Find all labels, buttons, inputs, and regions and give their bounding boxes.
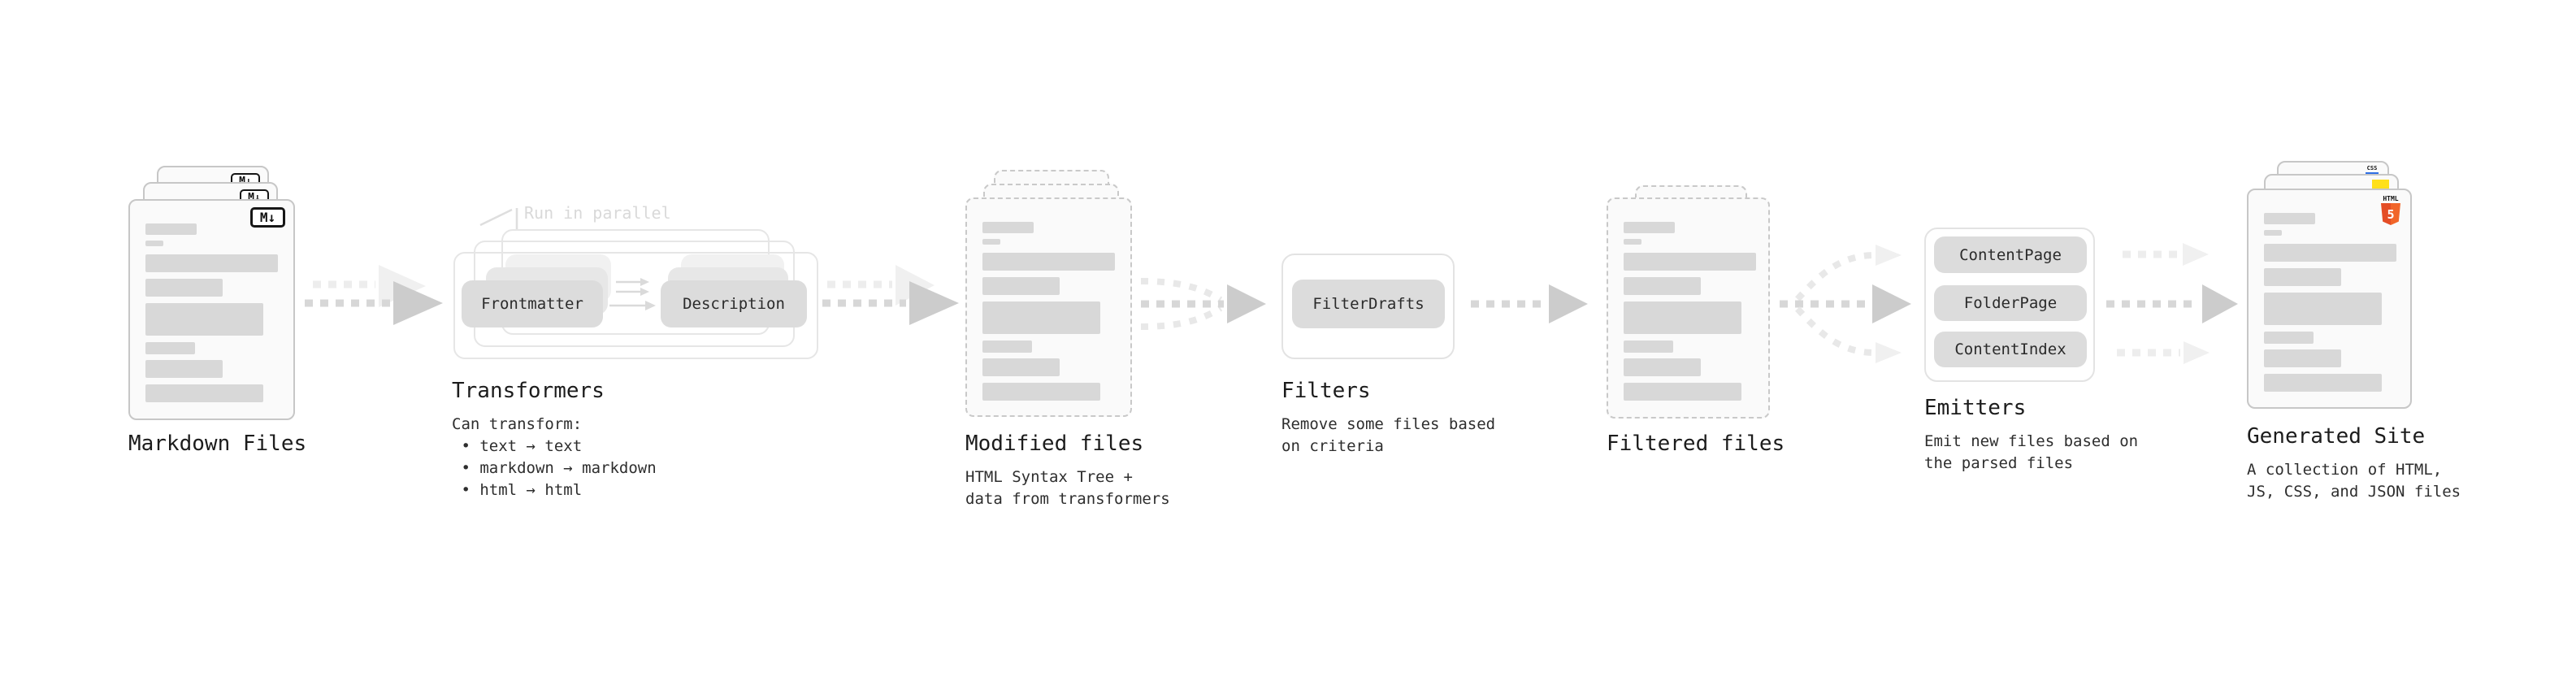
transform-bullet: • html → html <box>452 481 583 499</box>
transformer-layer-front <box>453 252 818 359</box>
transform-bullet: • markdown → markdown <box>452 459 657 477</box>
section-description: HTML Syntax Tree + <box>965 468 1133 486</box>
generated-doc-front: HTML 5 <box>2247 189 2412 409</box>
html5-icon-shield: 5 <box>2381 203 2400 225</box>
transformers-caption: Transformers Can transform: • text → tex… <box>452 378 657 501</box>
placeholder-text-bar <box>145 223 197 235</box>
css-icon: CSS <box>2366 166 2379 175</box>
section-description: data from transformers <box>965 490 1170 508</box>
placeholder-text-bar <box>982 239 1000 245</box>
placeholder-text-bar <box>1624 253 1756 271</box>
placeholder-text-bar <box>982 277 1060 295</box>
modified-doc-front <box>965 197 1132 417</box>
section-description: the parsed files <box>1924 454 2074 472</box>
placeholder-text-bar <box>2264 213 2315 224</box>
section-title: Markdown Files <box>128 432 307 456</box>
placeholder-text-bar <box>1624 358 1701 376</box>
filtered-doc-front <box>1607 197 1770 419</box>
emitter-folder-page-box: FolderPage <box>1934 285 2087 321</box>
section-description: Emit new files based on <box>1924 432 2139 450</box>
placeholder-text-bar <box>1624 277 1701 295</box>
filtered-files-caption: Filtered files <box>1607 431 1785 466</box>
section-title: Filtered files <box>1607 432 1785 456</box>
filters-caption: Filters Remove some files based on crite… <box>1281 378 1495 458</box>
parallel-step-arrows <box>609 278 656 310</box>
transform-bullet: • text → text <box>452 437 583 455</box>
placeholder-text-bar <box>145 254 278 272</box>
placeholder-text-bar <box>145 279 223 297</box>
placeholder-text-bar <box>2264 268 2341 286</box>
placeholder-text-bar <box>2264 230 2282 236</box>
css-icon-bar <box>2366 172 2379 175</box>
placeholder-text-bar <box>2264 349 2341 367</box>
placeholder-text-bar <box>145 241 163 246</box>
section-title: Generated Site <box>2247 424 2426 449</box>
placeholder-text-bar <box>2264 293 2382 325</box>
placeholder-text-bar <box>982 222 1034 233</box>
arrow-emitters-to-generated <box>2106 243 2238 364</box>
placeholder-text-bar <box>1624 340 1673 353</box>
emitter-content-index-box: ContentIndex <box>1934 332 2087 367</box>
placeholder-text-bar <box>145 303 263 336</box>
markdown-doc-front: M↓ <box>128 199 295 420</box>
emitters-caption: Emitters Emit new files based on the par… <box>1924 395 2138 475</box>
filter-drafts-box: FilterDrafts <box>1292 280 1445 328</box>
placeholder-text-bar <box>1624 301 1741 334</box>
placeholder-text-bar <box>982 301 1100 334</box>
markdown-files-caption: Markdown Files <box>128 431 306 466</box>
arrow-modified-to-filters <box>1140 278 1266 330</box>
css-icon-label: CSS <box>2366 165 2378 171</box>
arrow-transformers-to-modified <box>822 265 959 325</box>
section-description: JS, CSS, and JSON files <box>2247 483 2461 501</box>
placeholder-text-bar <box>982 253 1115 271</box>
placeholder-text-bar <box>982 358 1060 376</box>
html5-icon-number: 5 <box>2387 206 2395 222</box>
section-description: on criteria <box>1281 437 1384 455</box>
arrow-markdown-to-transformers <box>305 265 443 325</box>
arrow-filtered-to-emitters <box>1780 245 1911 363</box>
modified-files-caption: Modified files HTML Syntax Tree + data f… <box>965 431 1170 510</box>
section-description: Remove some files based <box>1281 415 1496 433</box>
section-title: Transformers <box>452 379 605 403</box>
run-in-parallel-annotation: Run in parallel <box>524 203 671 223</box>
run-in-parallel-leader-line <box>479 208 518 230</box>
arrow-filters-to-filtered <box>1471 284 1588 323</box>
transformer-frontmatter-box: Frontmatter <box>462 280 603 327</box>
placeholder-text-bar <box>145 360 223 378</box>
emitter-content-page-box: ContentPage <box>1934 236 2087 273</box>
generated-site-caption: Generated Site A collection of HTML, JS,… <box>2247 423 2461 503</box>
html5-icon-label: HTML <box>2383 195 2399 202</box>
placeholder-text-bar <box>2264 332 2314 344</box>
placeholder-text-bar <box>1624 383 1741 401</box>
section-title: Modified files <box>965 432 1144 456</box>
placeholder-text-bar <box>1624 222 1675 233</box>
placeholder-text-bar <box>145 384 263 402</box>
javascript-icon <box>2372 180 2389 189</box>
section-title: Filters <box>1281 379 1371 403</box>
placeholder-text-bar <box>2264 244 2396 262</box>
section-description: A collection of HTML, <box>2247 461 2443 479</box>
placeholder-text-bar <box>145 342 195 354</box>
markdown-icon: M↓ <box>250 207 285 228</box>
section-description: Can transform: <box>452 415 583 433</box>
transformer-description-box: Description <box>661 280 807 327</box>
section-title: Emitters <box>1924 396 2027 420</box>
placeholder-text-bar <box>1624 239 1641 245</box>
placeholder-text-bar <box>982 340 1032 353</box>
html5-icon: HTML 5 <box>2380 195 2401 225</box>
placeholder-text-bar <box>982 383 1100 401</box>
placeholder-text-bar <box>2264 374 2382 392</box>
